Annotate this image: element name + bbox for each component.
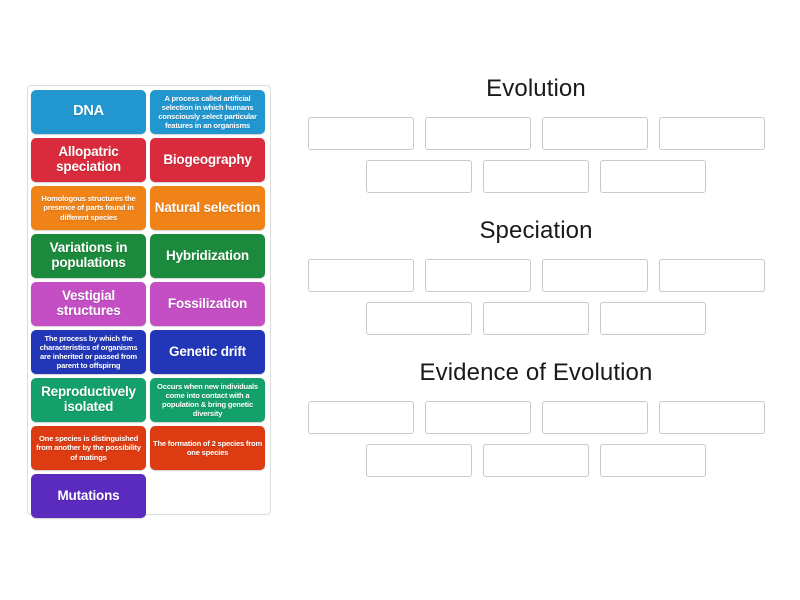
drop-slot[interactable]: [483, 160, 589, 193]
category-title: Evidence of Evolution: [419, 359, 653, 386]
drop-slot[interactable]: [658, 259, 765, 292]
drop-slot[interactable]: [483, 302, 589, 335]
drop-slot[interactable]: [307, 401, 414, 434]
drop-slot-row: [290, 302, 782, 335]
category-group: Evolution: [290, 75, 782, 193]
answer-tile[interactable]: Fossilization: [150, 282, 265, 326]
answer-tile[interactable]: Mutations: [31, 474, 146, 518]
category-title: Speciation: [479, 217, 593, 244]
drop-slot[interactable]: [541, 259, 648, 292]
drop-slot[interactable]: [424, 117, 531, 150]
answer-tile[interactable]: Vestigial structures: [31, 282, 146, 326]
answer-tile-label: Genetic drift: [169, 343, 246, 359]
drop-slot[interactable]: [600, 160, 706, 193]
drop-slot[interactable]: [658, 117, 765, 150]
answer-tile[interactable]: Hybridization: [150, 234, 265, 278]
answer-tile-label: Vestigial structures: [56, 288, 121, 318]
answer-tile[interactable]: The process by which the characteristics…: [31, 330, 146, 374]
answer-tile[interactable]: Natural selection: [150, 186, 265, 230]
drop-slot[interactable]: [600, 302, 706, 335]
drop-slot[interactable]: [541, 117, 648, 150]
drop-slot[interactable]: [483, 444, 589, 477]
answer-tile-label: DNA: [73, 103, 104, 120]
answer-tile-label: One species is distinguished from anothe…: [36, 434, 141, 462]
answer-tile[interactable]: Occurs when new individuals come into co…: [150, 378, 265, 422]
answer-tile-label: The formation of 2 species from one spec…: [153, 438, 262, 457]
answer-tile-label: Reproductively isolated: [41, 384, 136, 414]
drop-slot[interactable]: [600, 444, 706, 477]
drop-slot-row: [290, 259, 782, 292]
answer-tile-label: Hybridization: [166, 247, 249, 263]
answer-tile-label: A process called artificial selection in…: [158, 93, 257, 131]
answer-tile[interactable]: Variations in populations: [31, 234, 146, 278]
category-group: Speciation: [290, 217, 782, 335]
answer-tile[interactable]: The formation of 2 species from one spec…: [150, 426, 265, 470]
answer-tile-label: Biogeography: [163, 151, 252, 167]
answer-tile[interactable]: One species is distinguished from anothe…: [31, 426, 146, 470]
drop-slot-row: [290, 160, 782, 193]
drop-slot[interactable]: [366, 444, 472, 477]
category-group: Evidence of Evolution: [290, 359, 782, 477]
answer-tile-label: Fossilization: [167, 295, 248, 311]
answer-tile[interactable]: Reproductively isolated: [31, 378, 146, 422]
answer-tile-grid: DNA A process called artificial selection…: [31, 90, 267, 518]
category-title: Evolution: [486, 75, 586, 102]
drop-slot[interactable]: [307, 259, 414, 292]
drop-slot[interactable]: [366, 302, 472, 335]
drop-slot[interactable]: [541, 401, 648, 434]
drop-slot-row: [290, 117, 782, 150]
drop-slot[interactable]: [366, 160, 472, 193]
answer-tile-tray: DNA A process called artificial selection…: [27, 85, 271, 518]
answer-tile[interactable]: Homologous structures the presence of pa…: [31, 186, 146, 230]
drop-slot[interactable]: [424, 259, 531, 292]
answer-tile-label: Occurs when new individuals come into co…: [157, 381, 258, 419]
answer-tile-label: Mutations: [57, 487, 120, 503]
drop-slot[interactable]: [307, 117, 414, 150]
drop-slot[interactable]: [424, 401, 531, 434]
answer-tile-label: Variations in populations: [49, 240, 128, 270]
drop-slot[interactable]: [658, 401, 765, 434]
answer-tile[interactable]: Biogeography: [150, 138, 265, 182]
answer-tile[interactable]: A process called artificial selection in…: [150, 90, 265, 134]
answer-tile-label: Natural selection: [154, 199, 261, 215]
drop-slot-row: [290, 401, 782, 434]
answer-tile-label: Homologous structures the presence of pa…: [41, 194, 136, 222]
answer-tile-label: The process by which the characteristics…: [39, 333, 138, 371]
answer-tile[interactable]: DNA: [31, 90, 146, 134]
answer-tile[interactable]: Genetic drift: [150, 330, 265, 374]
answer-tile[interactable]: Allopatric speciation: [31, 138, 146, 182]
answer-tile-label: Allopatric speciation: [56, 144, 121, 174]
drop-slot-row: [290, 444, 782, 477]
